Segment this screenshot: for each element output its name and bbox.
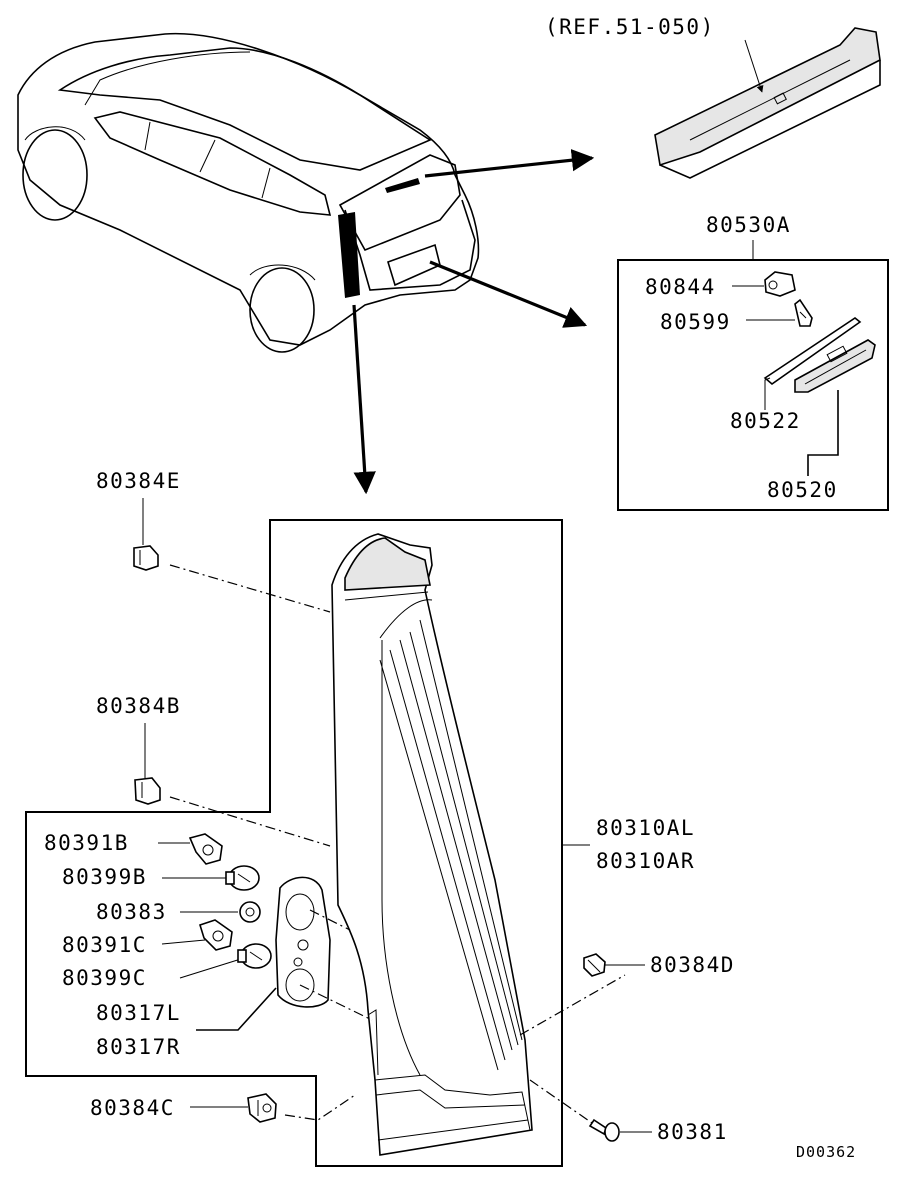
diagram-code: D00362 (796, 1143, 856, 1161)
part-80520-leader (807, 390, 839, 476)
clip-80384B (134, 777, 161, 805)
part-80310AR-label: 80310AR (596, 849, 695, 873)
part-80384C-label: 80384C (90, 1096, 175, 1120)
arrow-to-tail-lamp (352, 304, 376, 495)
part-80384B-label: 80384B (96, 694, 181, 718)
part-80317-leader (196, 987, 277, 1031)
part-80522-leader (764, 377, 771, 410)
part-80399C-label: 80399C (62, 966, 147, 990)
part-80383-label: 80383 (96, 900, 167, 924)
part-80520-label: 80520 (767, 478, 838, 502)
part-80399C-leader (179, 957, 245, 979)
part-80310AL-label: 80310AL (596, 816, 695, 840)
part-80317R-label: 80317R (96, 1035, 181, 1059)
bulb-80399B (225, 865, 260, 891)
socket-80844 (764, 271, 796, 297)
socket-80391C (199, 919, 233, 951)
part-80381-label: 80381 (657, 1120, 728, 1144)
ref-leader (744, 39, 764, 93)
license-lamp-assy (763, 317, 876, 393)
part-80530A-label: 80530A (706, 213, 791, 237)
dashline-80384C (284, 1094, 356, 1121)
part-80391C-leader (161, 939, 206, 945)
dashline-80384D (519, 974, 626, 1036)
screw-80381 (588, 1118, 620, 1142)
bulb-80599 (794, 298, 813, 327)
clip-80384E (133, 545, 159, 571)
part-80391C-label: 80391C (62, 933, 147, 957)
dashline-gasket (309, 909, 351, 931)
arrow-to-license-lamp (429, 260, 588, 328)
ref-label: (REF.51-050) (545, 15, 715, 39)
vehicle-illustration (17, 32, 480, 353)
tail-lamp-assy (331, 533, 533, 1156)
part-80844-label: 80844 (645, 275, 716, 299)
rear-spoiler (654, 27, 881, 179)
part-80599-label: 80599 (660, 310, 731, 334)
part-80384E-label: 80384E (96, 469, 181, 493)
tail-lamp-box (25, 519, 563, 1167)
dashline-gasket-2 (299, 984, 373, 1021)
part-80317L-label: 80317L (96, 1001, 181, 1025)
socket-80391B (188, 833, 223, 865)
dashline-80384E (169, 564, 331, 613)
screw-80384D (583, 953, 606, 977)
arrow-to-spoiler (424, 149, 595, 178)
clip-80384C (247, 1093, 277, 1123)
dashline-80381 (529, 1079, 596, 1126)
grommet-80383 (239, 901, 261, 923)
part-80522-label: 80522 (730, 409, 801, 433)
part-80384D-label: 80384D (650, 953, 735, 977)
bulb-80399C (237, 943, 272, 969)
part-80391B-label: 80391B (44, 831, 129, 855)
dashline-80384B (169, 796, 331, 847)
gasket-80317 (275, 876, 331, 1008)
part-80399B-label: 80399B (62, 865, 147, 889)
